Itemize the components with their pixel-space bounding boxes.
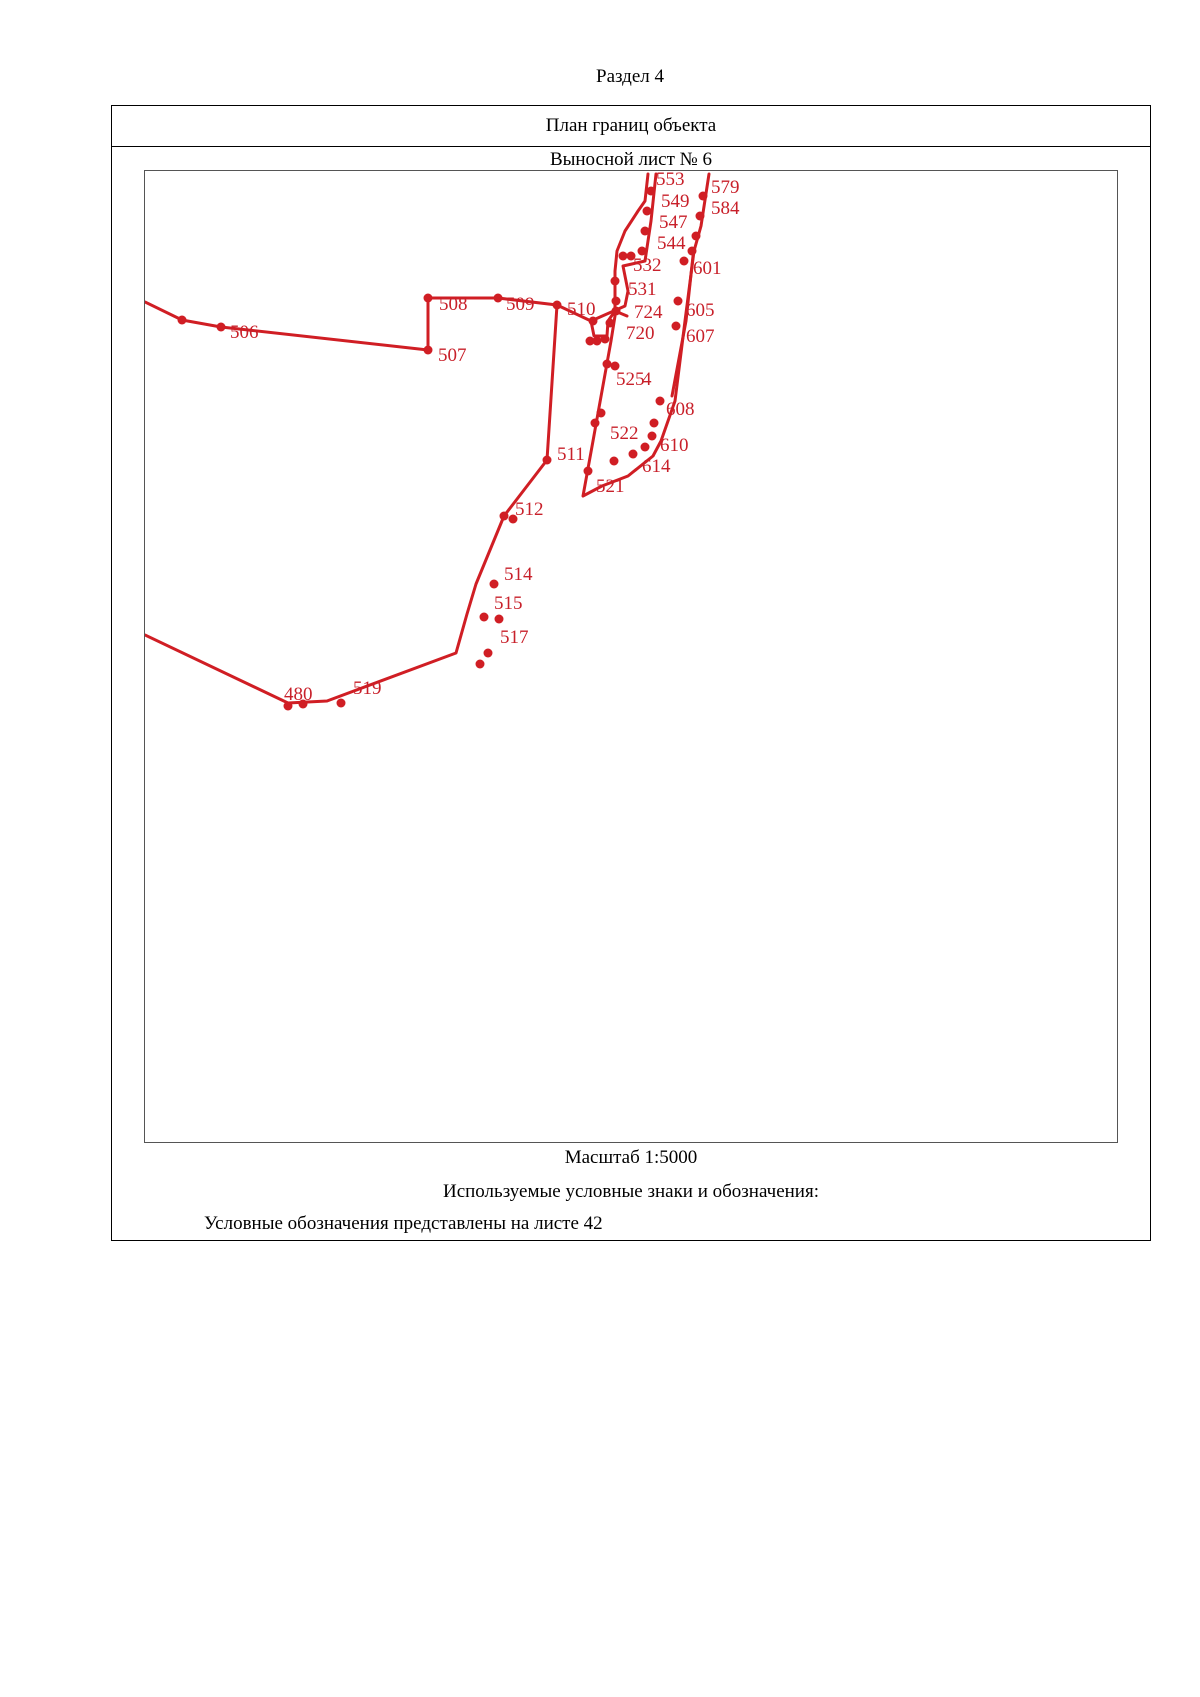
point-label: 525: [616, 369, 645, 390]
plan-header: План границ объекта: [112, 106, 1150, 147]
point-label: 724: [634, 302, 663, 323]
point-label: 510: [567, 299, 596, 320]
point-label: 511: [557, 444, 585, 465]
point-label: 584: [711, 198, 740, 219]
point-label: 515: [494, 593, 523, 614]
map-area: 553 579 549 584 547 544 532 601 531 724 …: [144, 170, 1118, 1143]
boundary-map: 553 579 549 584 547 544 532 601 531 724 …: [145, 171, 740, 711]
point-labels: 553 579 549 584 547 544 532 601 531 724 …: [230, 171, 740, 705]
sheet-title: Выносной лист № 6: [549, 149, 713, 170]
point-label: 547: [659, 212, 688, 233]
point-label: 4: [642, 369, 652, 390]
point-label: 508: [439, 294, 468, 315]
legend-title: Используемые условные знаки и обозначени…: [442, 1181, 819, 1202]
point-label: 512: [515, 499, 544, 520]
boundary-line-north: [145, 296, 559, 705]
point-label: 607: [686, 326, 715, 347]
point-label: 608: [666, 399, 695, 420]
boundary-line-east: [670, 254, 695, 398]
point-label: 517: [500, 627, 529, 648]
point-label: 507: [438, 345, 467, 366]
point-label: 509: [506, 294, 535, 315]
point-label: 610: [660, 435, 689, 456]
scale-label: Масштаб 1:5000: [564, 1147, 698, 1168]
point-label: 549: [661, 191, 690, 212]
point-label: 605: [686, 300, 715, 321]
point-label: 531: [628, 279, 657, 300]
point-label: 506: [230, 322, 259, 343]
point-label: 553: [656, 171, 685, 190]
point-label: 601: [693, 258, 722, 279]
point-label: 532: [633, 255, 662, 276]
point-label: 544: [657, 233, 686, 254]
plan-frame: План границ объекта Выносной лист № 6: [111, 105, 1151, 1241]
point-label: 521: [596, 476, 625, 497]
legend-note: Условные обозначения представлены на лис…: [204, 1213, 603, 1234]
point-label: 614: [642, 456, 671, 477]
boundary-points: [177, 186, 708, 711]
point-label: 519: [353, 678, 382, 699]
point-label: 480: [284, 684, 313, 705]
point-label: 514: [504, 564, 533, 585]
point-label: 720: [626, 323, 655, 344]
point-label: 522: [610, 423, 639, 444]
point-label: 579: [711, 177, 740, 198]
section-title: Раздел 4: [596, 66, 664, 87]
